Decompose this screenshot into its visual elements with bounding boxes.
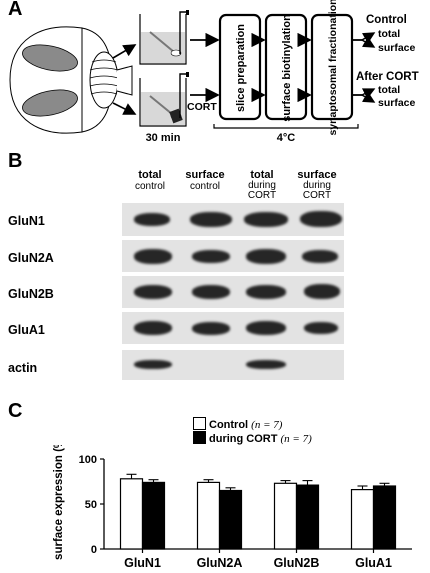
legend-cort-label: during CORT: [209, 433, 278, 445]
band: [134, 213, 170, 226]
step-3-box: synaptosomal fractionation: [310, 0, 354, 136]
lane-header-3: total during CORT: [227, 170, 297, 201]
output-cort-surface: surface: [378, 97, 416, 109]
cort-label: CORT: [187, 101, 217, 113]
band: [134, 285, 172, 299]
band: [246, 321, 286, 335]
step-2-box: surface biotinylation: [264, 13, 308, 122]
band: [134, 360, 172, 369]
legend-swatch-cort: [193, 431, 206, 444]
blot-label-glua1: GluA1: [8, 323, 45, 337]
arrow-icon: [112, 102, 137, 115]
bar-control: [119, 478, 144, 550]
blot-label-glun1: GluN1: [8, 214, 45, 228]
blot-strip-actin: [122, 350, 344, 380]
legend-cort-n: (n = 7): [280, 433, 312, 445]
step-3-label: synaptosomal fractionation: [327, 0, 339, 136]
band: [300, 211, 342, 227]
bar-cort: [218, 489, 243, 550]
band: [190, 212, 232, 227]
output-control-title: Control: [366, 14, 407, 26]
x-tick-label: GluN1: [124, 556, 161, 570]
bar-control: [350, 488, 375, 550]
band: [246, 249, 286, 264]
y-axis-label: surface expression (%): [53, 445, 65, 560]
band: [304, 284, 340, 299]
brain-illustration: [9, 26, 133, 134]
band: [246, 285, 286, 299]
output-cort-title: After CORT: [356, 71, 419, 83]
lane-header-1: total control: [115, 169, 185, 193]
step-2-label: surface biotinylation: [281, 14, 293, 122]
output-cort-total: total: [378, 84, 400, 96]
blot-strip-glun2a: [122, 240, 344, 272]
y-tick-label: 100: [79, 454, 97, 466]
band: [246, 360, 286, 369]
band: [244, 212, 288, 227]
lane-2-top: surface: [185, 169, 225, 181]
beaker-cort: [139, 72, 189, 127]
bar-control: [273, 482, 298, 550]
blot-strip-glua1: [122, 312, 344, 344]
blot-label-glun2a: GluN2A: [8, 251, 54, 265]
bar-cort: [295, 484, 320, 550]
output-control-total: total: [378, 28, 400, 40]
panel-a-label: A: [8, 0, 23, 20]
x-tick-label: GluN2B: [274, 556, 320, 570]
y-tick-label: 50: [85, 499, 97, 511]
y-tick-label: 0: [91, 544, 97, 556]
x-tick-label: GluA1: [355, 556, 392, 570]
temperature-label: 4°C: [277, 132, 296, 144]
lane-3-bottom: during CORT: [247, 180, 277, 201]
band: [192, 322, 230, 335]
lane-header-4: surface during CORT: [282, 170, 352, 201]
lane-2-bottom: control: [189, 181, 220, 192]
legend-control-label: Control: [209, 419, 249, 431]
output-control-surface: surface: [378, 42, 416, 54]
blot-label-glun2b: GluN2B: [8, 287, 54, 301]
band: [192, 250, 230, 263]
panel-b-label: B: [8, 150, 23, 172]
band: [304, 322, 338, 334]
lane-header-2: surface control: [170, 169, 240, 193]
lane-1-bottom: control: [134, 181, 165, 192]
blot-strip-glun2b: [122, 276, 344, 308]
lane-3-top: total: [250, 169, 274, 181]
legend-cort: during CORT (n = 7): [193, 431, 312, 445]
panel-c-label: C: [8, 400, 23, 422]
band: [134, 249, 172, 264]
bar-cort: [372, 485, 397, 550]
band: [192, 285, 230, 299]
lane-4-bottom: during CORT: [302, 180, 332, 201]
temperature-bracket: [213, 124, 359, 129]
band: [302, 250, 338, 263]
bar-cort: [141, 481, 166, 550]
beaker-control: [139, 10, 189, 65]
step-1-box: slice preparation: [218, 13, 262, 121]
arrow-icon: [112, 44, 137, 59]
blot-strip-glun1: [122, 203, 344, 236]
experiment-schematic: 30 min CORT slice preparation surface bi…: [9, 0, 419, 144]
blot-label-actin: actin: [8, 361, 38, 375]
legend-control-n: (n = 7): [251, 419, 283, 431]
legend-control: Control (n = 7): [193, 417, 282, 431]
x-tick-label: GluN2A: [197, 556, 243, 570]
band: [134, 321, 172, 335]
legend-swatch-control: [193, 417, 206, 430]
bar-control: [196, 481, 221, 550]
lane-1-top: total: [138, 169, 162, 181]
time-label: 30 min: [146, 132, 181, 144]
step-1-label: slice preparation: [235, 24, 247, 112]
lane-4-top: surface: [297, 169, 337, 181]
